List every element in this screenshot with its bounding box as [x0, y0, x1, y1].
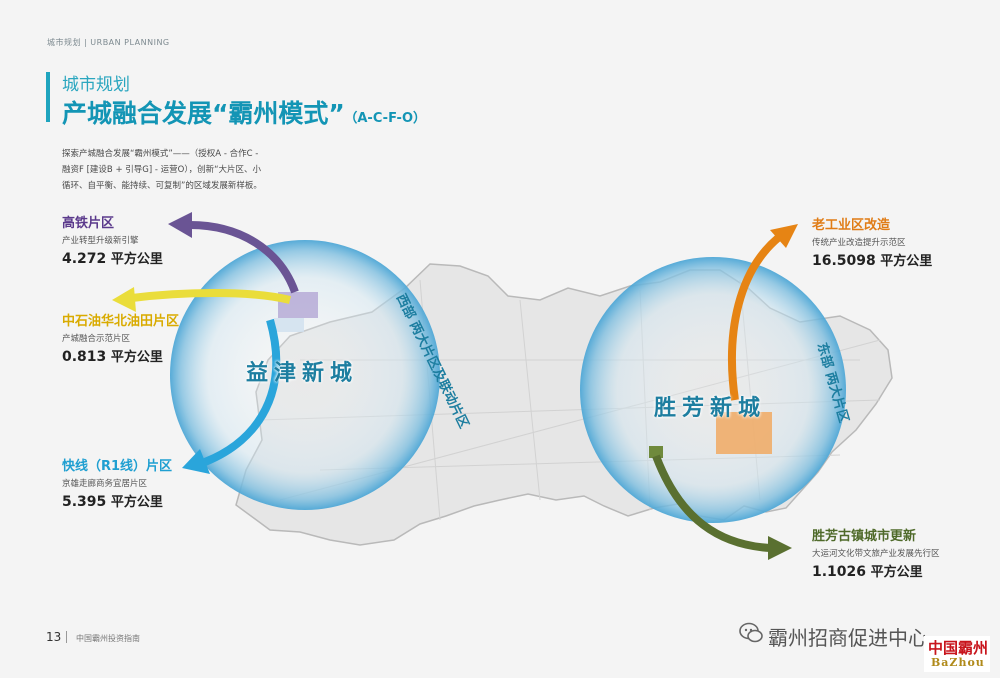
- zone-area: 0.813 平方公里: [62, 349, 163, 365]
- arrow-shengfang-old: [652, 454, 792, 560]
- footer-text: 中国霸州投资指南: [76, 634, 140, 643]
- zone-title: 高铁片区: [62, 216, 115, 231]
- zone-desc: 传统产业改造提升示范区: [812, 238, 906, 248]
- zone-desc: 产城融合示范片区: [62, 334, 131, 344]
- zone-label-shengfang-old: 胜芳古镇城市更新 大运河文化带文旅产业发展先行区 1.1026 平方公里: [812, 525, 940, 580]
- arrow-kuaixian: [182, 318, 281, 474]
- zone-title: 中石油华北油田片区: [62, 314, 180, 329]
- watermark-text: 霸州招商促进中心: [768, 626, 928, 650]
- zone-title: 快线（R1线）片区: [62, 459, 173, 474]
- arrow-laogongye: [727, 224, 798, 401]
- east-highlight-zone: [716, 412, 772, 454]
- zone-label-laogongye: 老工业区改造 传统产业改造提升示范区 16.5098 平方公里: [812, 214, 932, 269]
- zone-label-kuaixian: 快线（R1线）片区 京雄走廊商务宜居片区 5.395 平方公里: [62, 455, 172, 510]
- bazhou-logo: 中国霸州 BaZhou: [924, 636, 990, 672]
- arrow-zhongshiyou: [112, 287, 291, 312]
- title-accent-bar: [46, 72, 50, 122]
- zone-label-zhongshiyou: 中石油华北油田片区 产城融合示范片区 0.813 平方公里: [62, 310, 179, 365]
- zone-title: 老工业区改造: [812, 218, 891, 233]
- page-title: 产城融合发展“霸州模式” （A-C-F-O）: [62, 94, 426, 130]
- footer-divider: [66, 631, 67, 643]
- zone-label-gaotie: 高铁片区 产业转型升级新引擎 4.272 平方公里: [62, 212, 163, 267]
- zone-area: 4.272 平方公里: [62, 251, 163, 267]
- page-subtitle: 城市规划: [62, 75, 130, 95]
- zone-desc: 大运河文化带文旅产业发展先行区: [812, 549, 940, 559]
- page-title-text: 产城融合发展“霸州模式”: [62, 99, 345, 128]
- page-number: 13: [46, 630, 62, 644]
- header-breadcrumb: 城市规划 | URBAN PLANNING: [47, 38, 170, 47]
- zone-area: 5.395 平方公里: [62, 494, 163, 510]
- zone-title: 胜芳古镇城市更新: [812, 529, 917, 544]
- west-city-name: 益津新城: [246, 361, 359, 386]
- zone-area: 16.5098 平方公里: [812, 253, 933, 269]
- east-city-name: 胜芳新城: [654, 396, 767, 421]
- zone-desc: 京雄走廊商务宜居片区: [62, 479, 148, 489]
- page-title-code: （A-C-F-O）: [350, 111, 426, 126]
- east-city-circle: [580, 257, 846, 523]
- intro-paragraph: 探索产城融合发展“霸州模式”——（授权A - 合作C - 融资F [建设B + …: [62, 149, 262, 191]
- zone-area: 1.1026 平方公里: [812, 564, 923, 580]
- zone-desc: 产业转型升级新引擎: [62, 236, 139, 246]
- west-zone-2: [274, 318, 304, 332]
- wechat-icon: [739, 622, 763, 643]
- arrow-gaotie: [168, 212, 299, 294]
